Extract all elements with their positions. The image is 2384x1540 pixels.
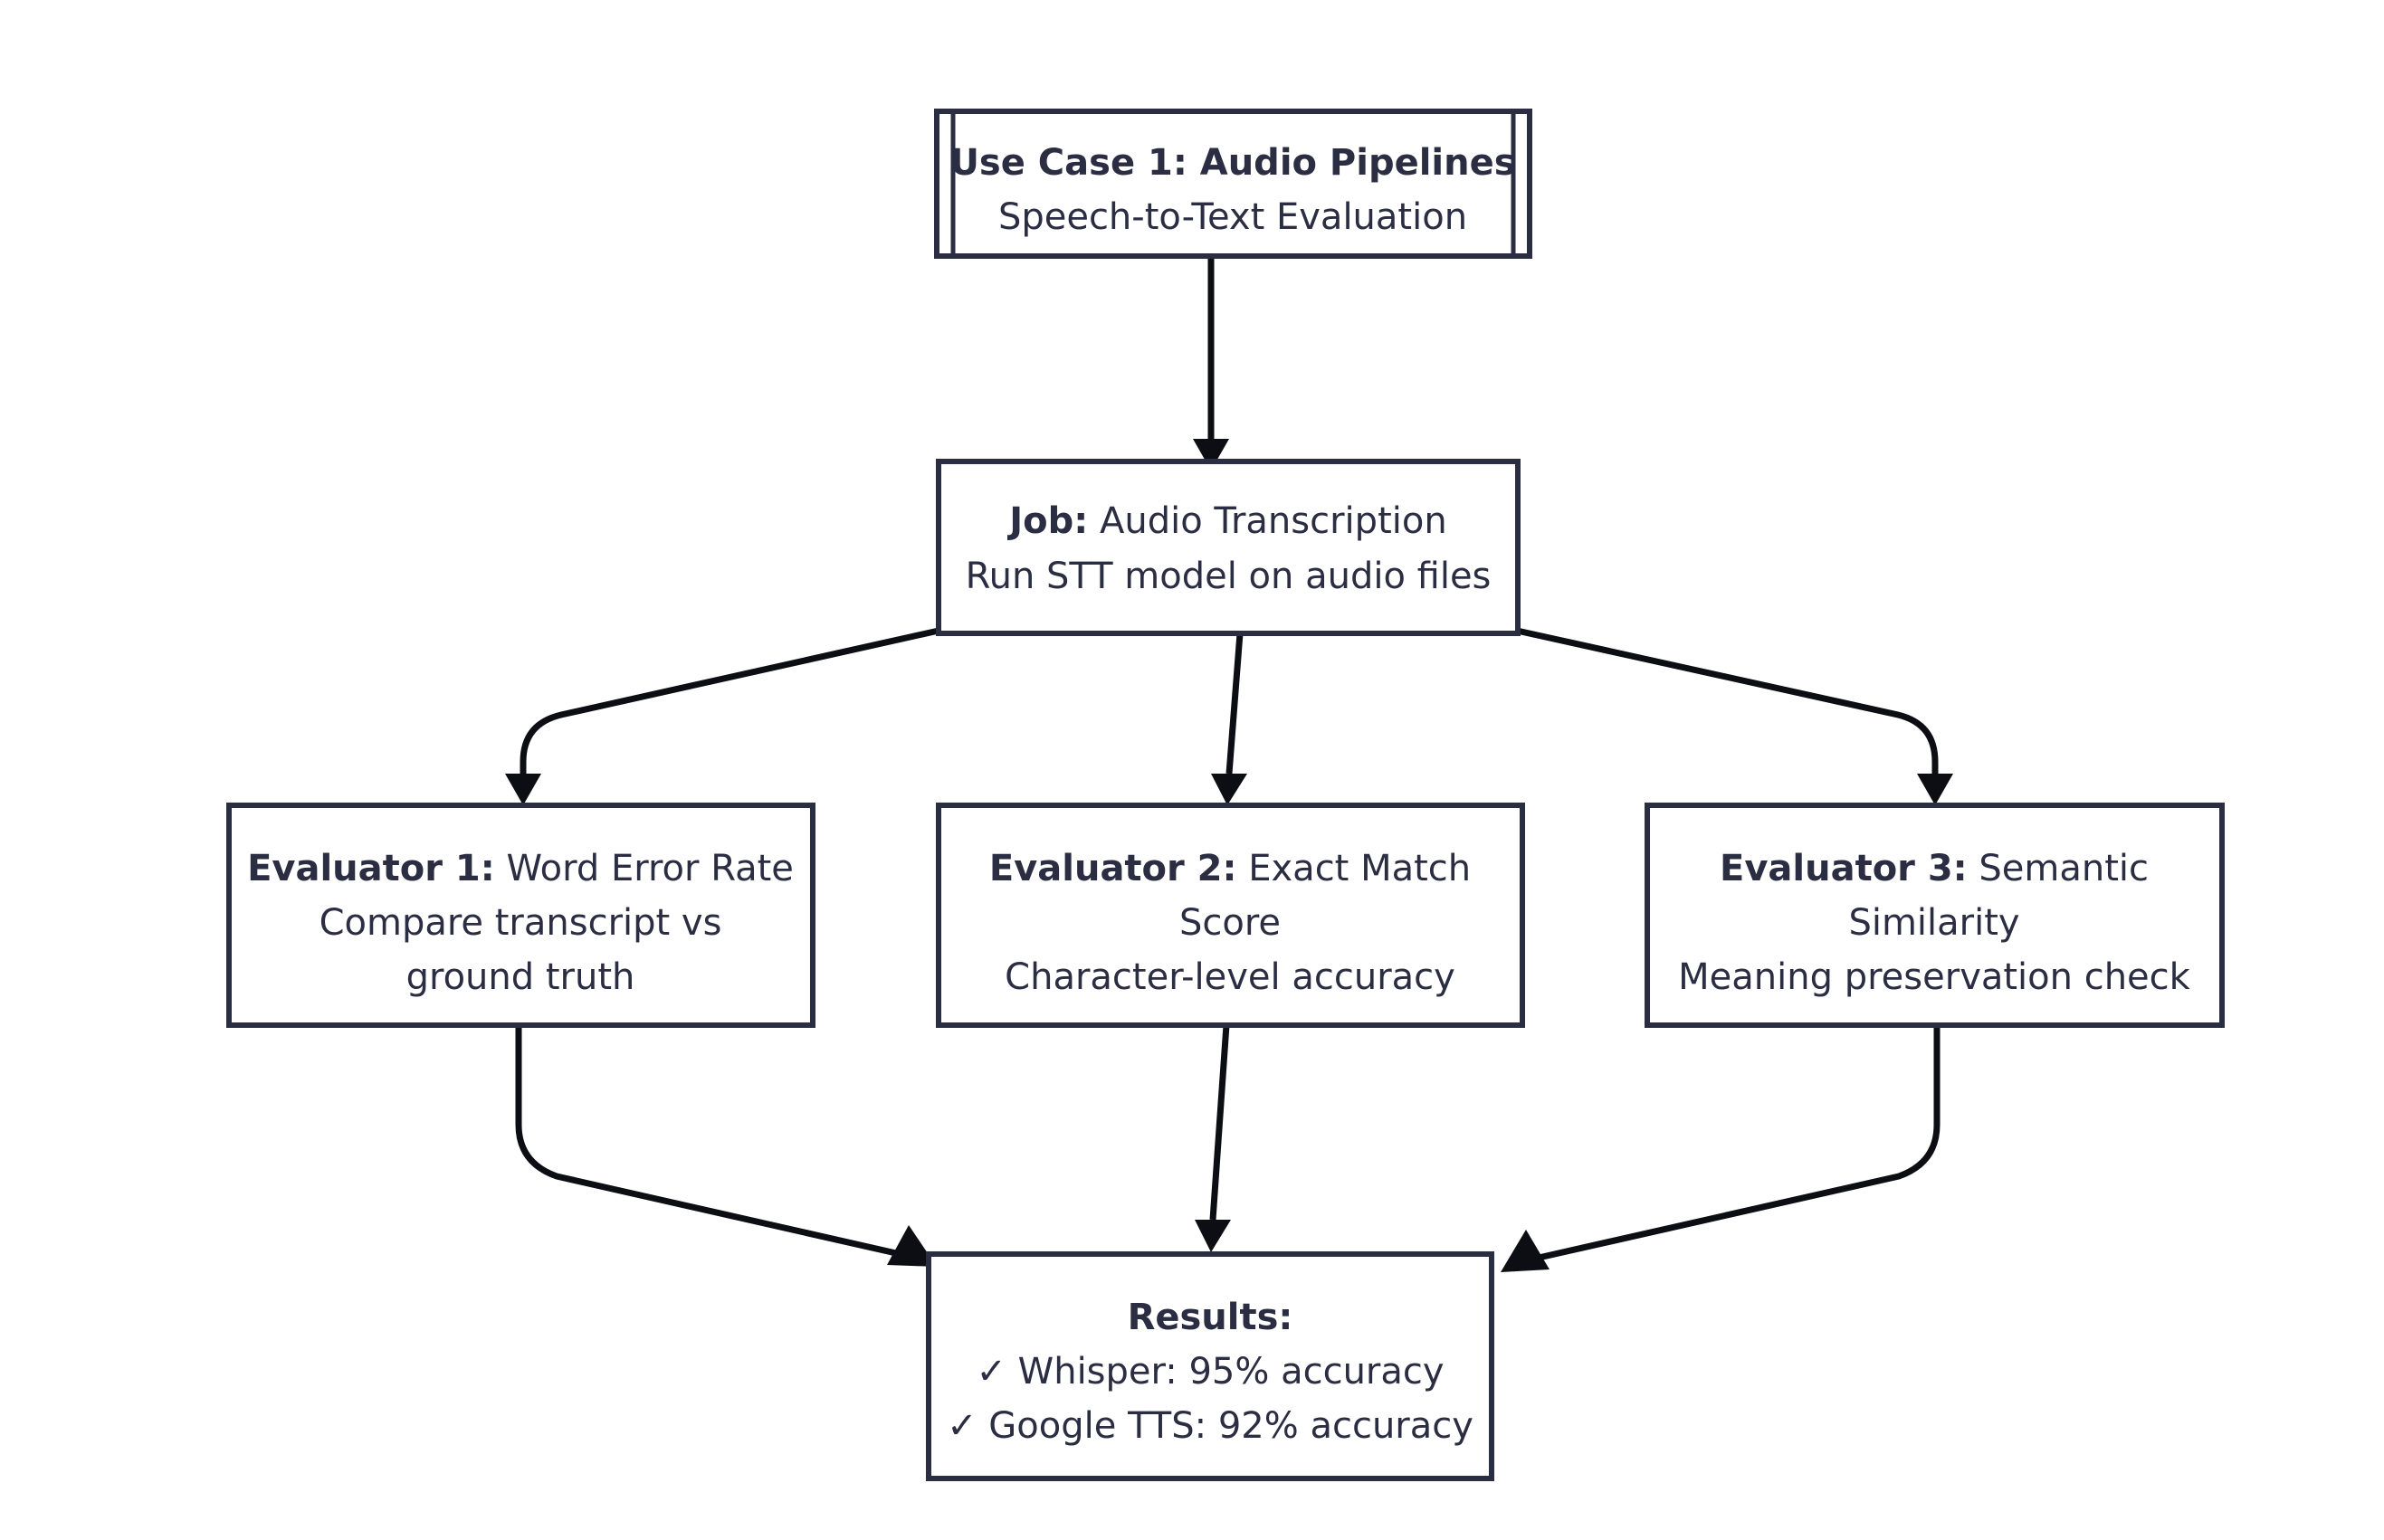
results-line-whisper: ✓ Whisper: 95% accuracy	[976, 1351, 1444, 1393]
edge-job-to-evaluator1	[505, 627, 939, 805]
edge-usecase-to-job	[1193, 256, 1229, 471]
use-case-line1: Use Case 1: Audio Pipelines	[949, 142, 1515, 184]
node-use-case[interactable]: Use Case 1: Audio Pipelines Speech-to-Te…	[934, 109, 1532, 259]
evaluator1-line2: Compare transcript vs	[319, 902, 722, 944]
evaluator3-line1: Evaluator 3: Semantic	[1720, 848, 2149, 889]
results-line-google: ✓ Google TTS: 92% accuracy	[947, 1405, 1473, 1447]
edge-job-to-evaluator3	[1516, 627, 1953, 805]
edge-evaluator3-to-results	[1501, 1025, 1941, 1272]
node-evaluator3[interactable]: Evaluator 3: Semantic Similarity Meaning…	[1645, 803, 2225, 1028]
use-case-line2: Speech-to-Text Evaluation	[998, 196, 1467, 238]
node-evaluator2[interactable]: Evaluator 2: Exact Match Score Character…	[936, 803, 1525, 1028]
edge-job-to-evaluator2	[1211, 632, 1247, 805]
edge-evaluator1-to-results	[515, 1025, 937, 1267]
evaluator3-line2: Similarity	[1848, 902, 2019, 944]
node-results[interactable]: Results: ✓ Whisper: 95% accuracy ✓ Googl…	[926, 1251, 1494, 1481]
evaluator3-line3: Meaning preservation check	[1678, 956, 2190, 998]
results-title: Results:	[1128, 1297, 1293, 1338]
node-evaluator1[interactable]: Evaluator 1: Word Error Rate Compare tra…	[226, 803, 815, 1028]
evaluator2-line2: Score	[1179, 902, 1281, 944]
node-job[interactable]: Job: Audio Transcription Run STT model o…	[936, 459, 1521, 636]
evaluator1-line3: ground truth	[406, 956, 635, 998]
evaluator2-line1: Evaluator 2: Exact Match	[989, 848, 1471, 889]
edge-evaluator2-to-results	[1195, 1024, 1231, 1252]
job-line2: Run STT model on audio files	[966, 556, 1492, 597]
evaluator2-line3: Character-level accuracy	[1005, 956, 1455, 998]
job-line1: Job: Audio Transcription	[1006, 500, 1446, 542]
evaluator1-line1: Evaluator 1: Word Error Rate	[247, 848, 794, 889]
